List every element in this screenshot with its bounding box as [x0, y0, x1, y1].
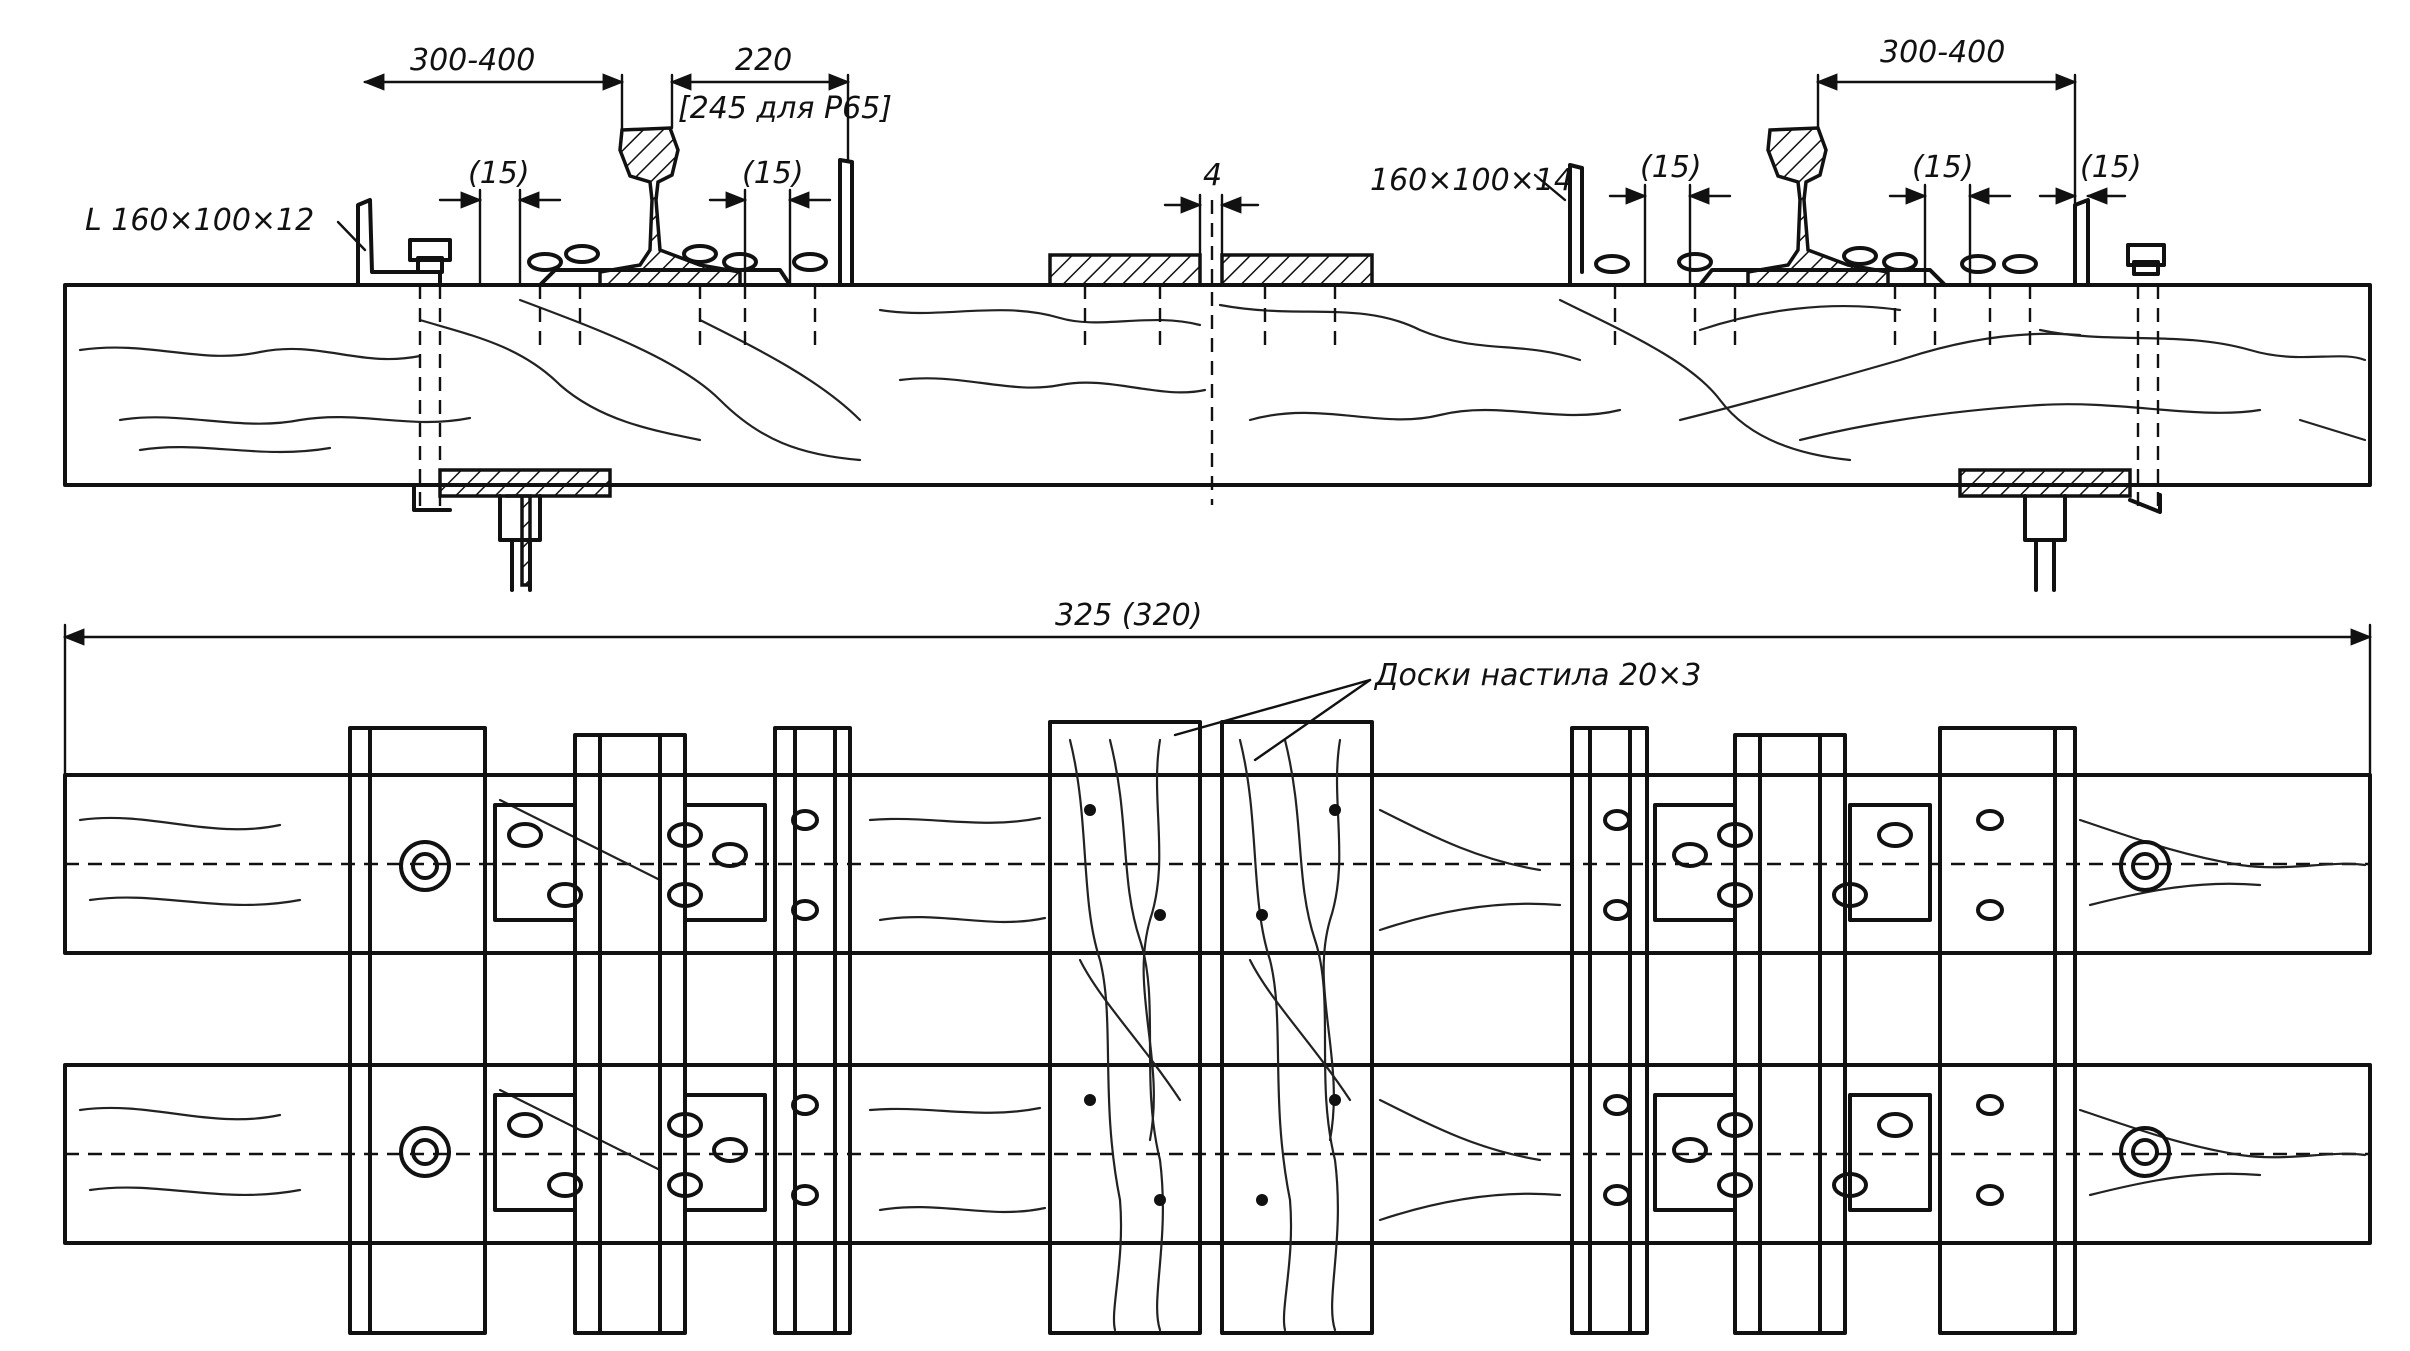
dim-rail-gauge-plate: 220 [735, 43, 792, 78]
angle-left-label: L 160×100×12 [85, 203, 314, 238]
plan-hook-bolts-right [2119, 840, 2171, 1178]
guard-angle-left-outer [356, 198, 442, 287]
total-length-dimension: 325 (320) [62, 598, 2373, 777]
plan-rail-left [573, 733, 687, 1335]
dimensions-side [336, 73, 2127, 287]
plan-view: Доски настила 20×3 [63, 658, 2372, 1335]
angle-right-label: 160×100×14 [1370, 163, 1573, 198]
wood-grain-plan-lower [78, 1088, 2367, 1222]
deck-board-section-right [1220, 253, 1374, 287]
rail-right [1746, 126, 1890, 287]
plan-deck-boards [1048, 720, 1374, 1335]
guard-angle-left-inner [838, 158, 854, 287]
dim-center-gap: 4 [1203, 158, 1222, 193]
dim-gap-15-a: (15) [468, 156, 530, 191]
bridge-tie-side [63, 283, 2372, 487]
guard-angle-right-inner [1568, 163, 1584, 287]
side-elevation: 300-400 220 [245 для Р65] 300-400 (15) (… [63, 35, 2372, 592]
wood-grain-plan-upper [78, 798, 2367, 932]
plan-tie-plates-left [493, 803, 767, 1212]
plan-guard-angle-right-inner [1570, 726, 1649, 1335]
deck-label-leader-1 [1173, 678, 1372, 737]
dim-right-spacing: 300-400 [1880, 35, 2005, 70]
plan-guard-angle-left [348, 726, 487, 1335]
dim-gap-15-c: (15) [1640, 150, 1702, 185]
girder-right [1958, 468, 2132, 592]
spike-shanks [538, 285, 2032, 350]
wood-grain-side [78, 298, 2367, 462]
tie-plate-left [538, 268, 792, 287]
deck-board-section-left [1048, 253, 1202, 287]
rail-left [598, 126, 742, 287]
hook-bolt-right [2126, 243, 2166, 514]
dim-gap-15-e: (15) [2080, 150, 2142, 185]
dim-left-spacing: 300-400 [410, 43, 535, 78]
dim-gap-15-d: (15) [1912, 150, 1974, 185]
guard-angle-right-outer [2073, 198, 2090, 287]
spike-heads-side [527, 244, 2038, 274]
plan-guard-angle-left-inner [773, 726, 852, 1335]
tie-plate-right [1698, 268, 1947, 287]
dim-total-length: 325 (320) [1055, 598, 1202, 633]
plan-rail-right [1733, 733, 1847, 1335]
dim-gap-15-b: (15) [742, 156, 804, 191]
deck-boards-label: Доски настила 20×3 [1373, 658, 1701, 693]
plan-tie-plates-right [1653, 803, 1932, 1212]
girder-left [438, 468, 612, 592]
deck-label-leader-2 [1253, 678, 1372, 762]
plan-guard-angle-right [1938, 726, 2077, 1335]
dim-rail-gauge-plate-alt: [245 для Р65] [678, 91, 892, 126]
